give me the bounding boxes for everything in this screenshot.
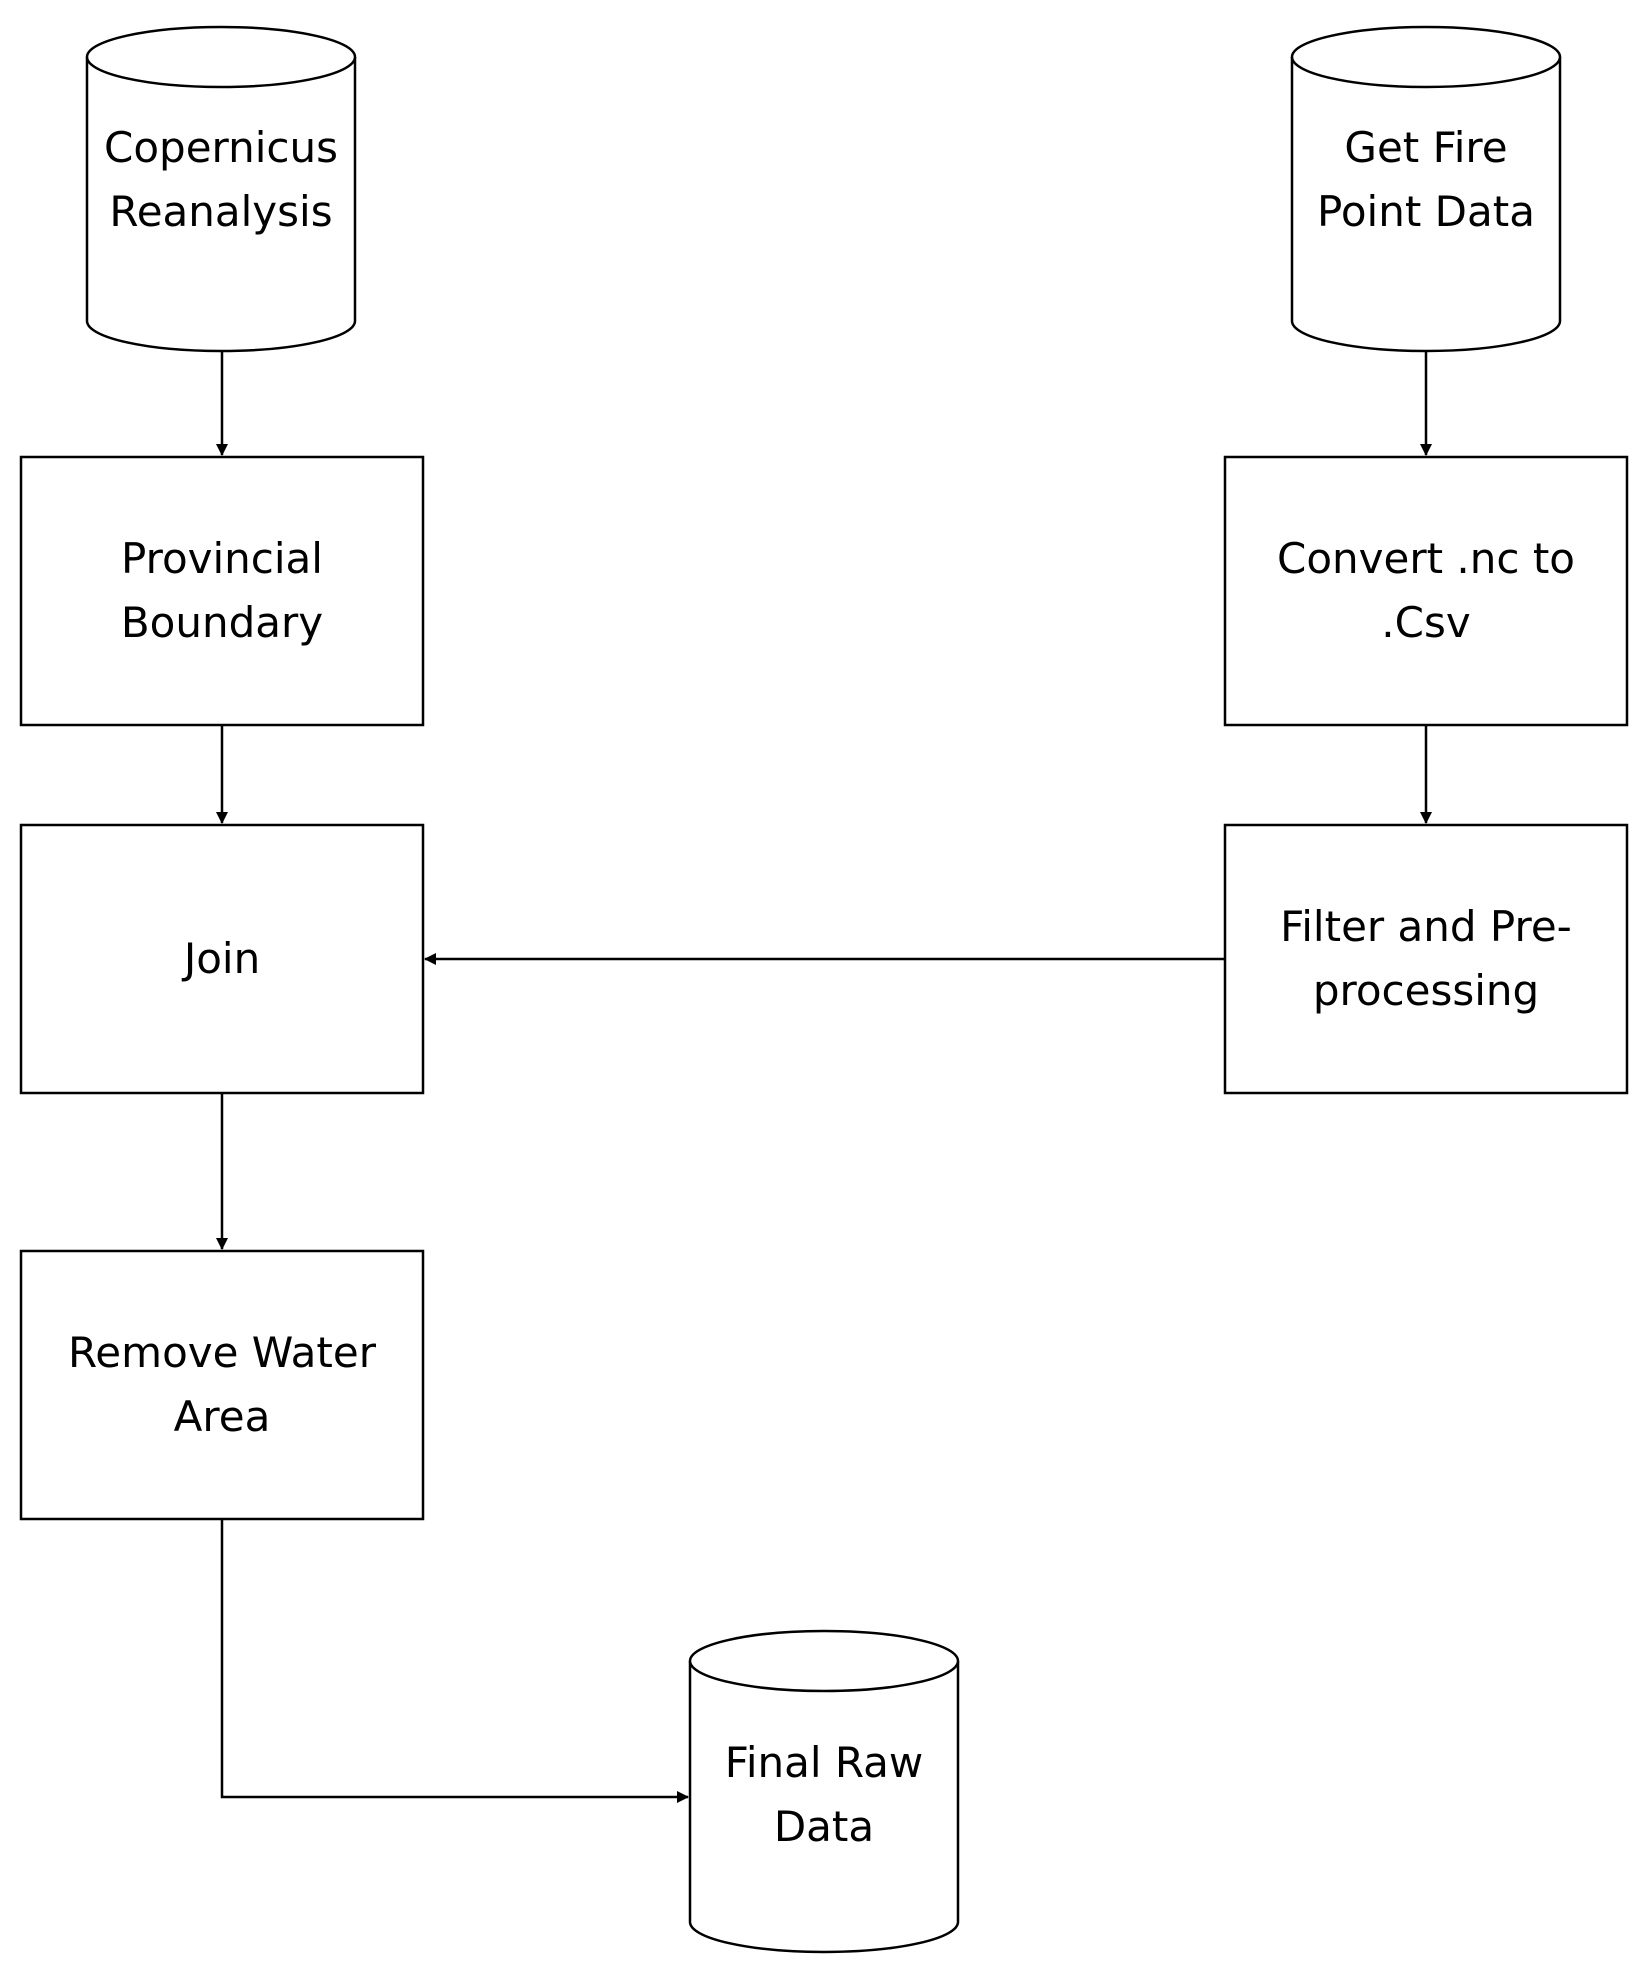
convert-line-2: .Csv	[1381, 598, 1471, 647]
filter-and-preprocessing-box	[1223, 823, 1629, 1095]
provincial-boundary-label: Provincial Boundary	[21, 457, 423, 725]
final-line-1: Final Raw	[724, 1738, 924, 1787]
join-label: Join	[21, 825, 423, 1093]
final-raw-data-cylinder	[688, 1629, 960, 1954]
remove-line-1: Remove Water	[68, 1328, 376, 1377]
provincial-boundary-box	[19, 455, 425, 727]
filter-line-2: processing	[1312, 966, 1540, 1015]
convert-nc-to-csv-label: Convert .nc to .Csv	[1225, 457, 1627, 725]
fire-point-line-1: Get Fire	[1344, 123, 1508, 172]
copernicus-reanalysis-label: Copernicus Reanalysis	[87, 85, 355, 275]
filter-and-preprocessing-label: Filter and Pre- processing	[1225, 825, 1627, 1093]
fire-point-line-2: Point Data	[1317, 187, 1535, 236]
join-box	[19, 823, 425, 1095]
final-raw-data-label: Final Raw Data	[690, 1690, 958, 1900]
remove-line-2: Area	[173, 1392, 271, 1441]
copernicus-line-1: Copernicus	[104, 123, 338, 172]
remove-water-area-box	[19, 1249, 425, 1521]
final-line-2: Data	[773, 1802, 875, 1851]
convert-line-1: Convert .nc to	[1277, 534, 1575, 583]
filter-line-1: Filter and Pre-	[1280, 902, 1572, 951]
join-line-1: Join	[183, 934, 261, 983]
get-fire-point-data-label: Get Fire Point Data	[1292, 85, 1560, 275]
provincial-line-1: Provincial	[121, 534, 323, 583]
copernicus-reanalysis-cylinder	[85, 25, 357, 353]
copernicus-line-2: Reanalysis	[109, 187, 333, 236]
provincial-line-2: Boundary	[120, 598, 324, 647]
remove-water-area-label: Remove Water Area	[21, 1251, 423, 1519]
get-fire-point-data-cylinder	[1290, 25, 1562, 353]
convert-nc-to-csv-box	[1223, 455, 1629, 727]
arrow-remove-to-final	[220, 1519, 689, 1803]
